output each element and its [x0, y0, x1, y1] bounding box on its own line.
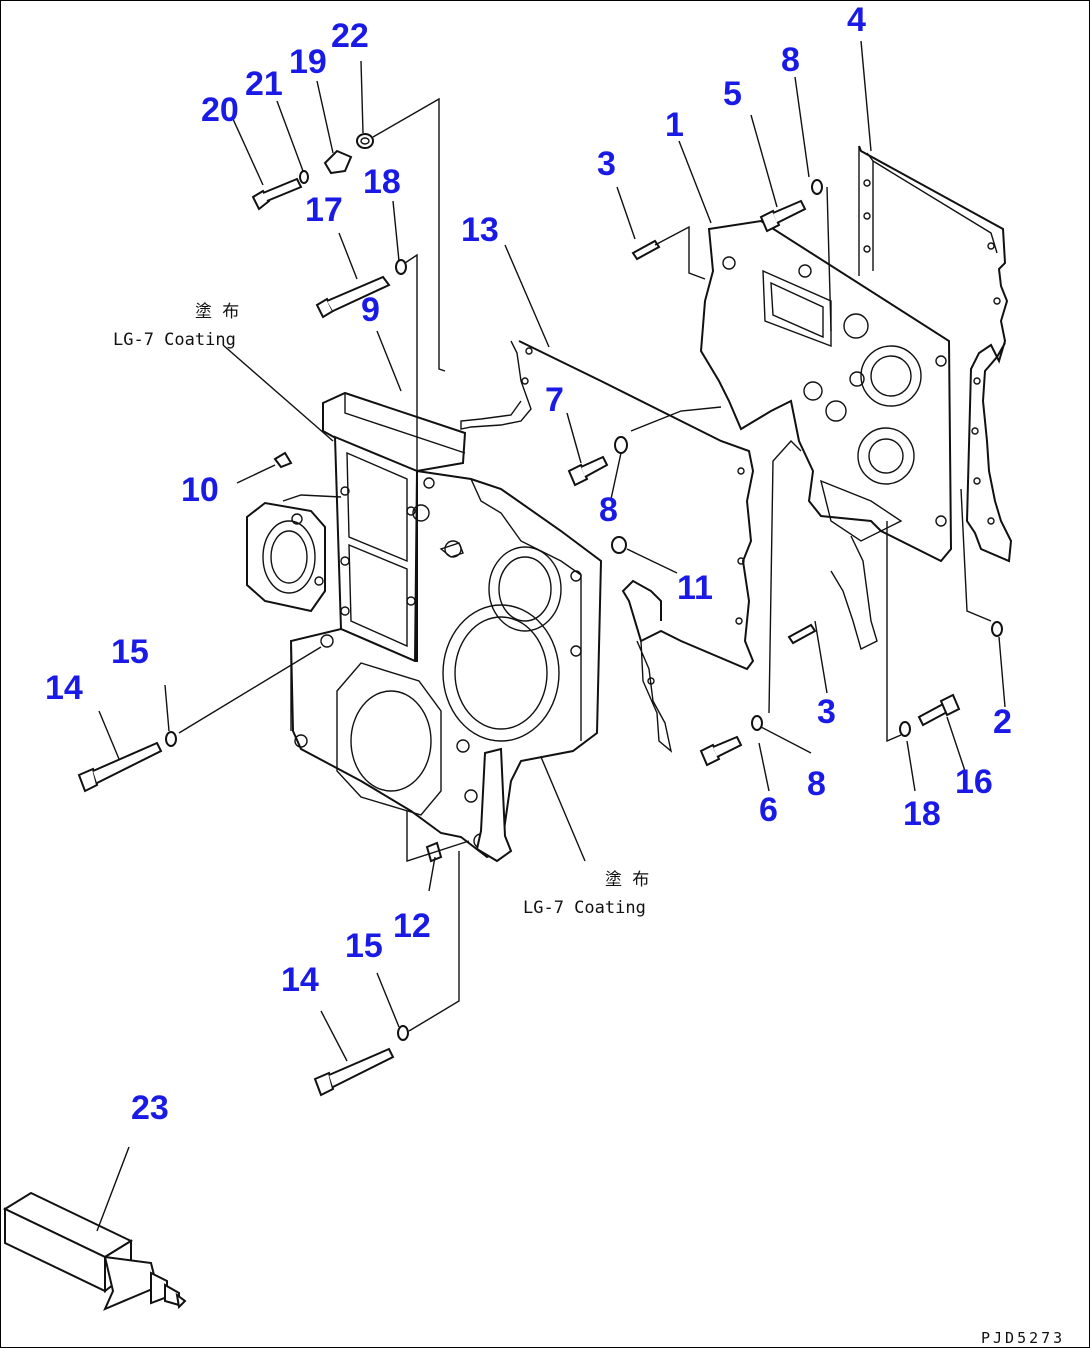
- label-10: 10: [181, 471, 219, 509]
- label-18-right: 18: [903, 795, 941, 833]
- label-8-left: 8: [599, 491, 618, 529]
- bolt-part-16: [917, 693, 961, 727]
- label-3-lower: 3: [817, 693, 836, 731]
- dowel-part-10: [273, 451, 293, 469]
- label-14-upper: 14: [45, 669, 83, 707]
- bolt-part-6: [699, 735, 743, 767]
- gasket-part-22: [356, 133, 374, 149]
- label-8-top: 8: [781, 41, 800, 79]
- label-9: 9: [361, 291, 380, 329]
- washer-part-21: [299, 170, 309, 184]
- gasket-part-4: [858, 145, 1013, 563]
- label-1: 1: [665, 106, 684, 144]
- coating-note-lower: 塗 布 LG-7 Coating: [523, 869, 649, 918]
- washer-part-18-upper: [395, 259, 407, 275]
- label-8-bottom: 8: [807, 765, 826, 803]
- bolt-part-14-upper: [77, 741, 163, 793]
- pin-part-3-lower: [787, 623, 817, 645]
- washer-part-15-lower: [397, 1025, 409, 1041]
- label-19: 19: [289, 43, 327, 81]
- tool-part-23: [2, 1191, 187, 1311]
- drawing-code: PJD5273: [981, 1329, 1065, 1347]
- label-7: 7: [545, 381, 564, 419]
- washer-part-8-left: [614, 436, 628, 454]
- gasket-part-13: [460, 340, 755, 753]
- pin-part-3-upper: [631, 239, 661, 261]
- label-14-lower: 14: [281, 961, 319, 999]
- washer-part-15-upper: [165, 731, 177, 747]
- label-4: 4: [847, 1, 866, 39]
- gear-case-part-1: [699, 219, 953, 651]
- label-13: 13: [461, 211, 499, 249]
- coating-note-upper: 塗 布 LG-7 Coating: [113, 301, 239, 350]
- label-17: 17: [305, 191, 343, 229]
- label-3-upper: 3: [597, 145, 616, 183]
- label-18-upper: 18: [363, 163, 401, 201]
- label-23: 23: [131, 1089, 169, 1127]
- label-22: 22: [331, 17, 369, 55]
- bolt-part-17: [315, 275, 391, 319]
- leader-lines: [96, 40, 1006, 1232]
- coating-note-lower-jp: 塗 布: [605, 869, 649, 890]
- washer-part-18-right: [899, 721, 911, 737]
- bolt-part-20: [251, 177, 303, 211]
- bolt-part-5: [759, 199, 807, 233]
- label-15-lower: 15: [345, 927, 383, 965]
- plug-part-11: [611, 536, 627, 554]
- washer-part-8-bottom: [751, 715, 763, 731]
- label-20: 20: [201, 91, 239, 129]
- front-cover-assembly: [246, 391, 603, 863]
- bolt-part-14-lower: [313, 1047, 395, 1097]
- label-21: 21: [245, 65, 283, 103]
- label-12: 12: [393, 907, 431, 945]
- label-15-upper: 15: [111, 633, 149, 671]
- coating-note-upper-en: LG-7 Coating: [113, 330, 236, 350]
- label-5: 5: [723, 75, 742, 113]
- plug-part-2: [991, 621, 1003, 637]
- label-11: 11: [677, 569, 713, 607]
- label-16: 16: [955, 763, 993, 801]
- label-6: 6: [759, 791, 778, 829]
- label-2: 2: [993, 703, 1012, 741]
- coating-note-upper-jp: 塗 布: [195, 301, 239, 322]
- bolt-part-7: [567, 455, 609, 487]
- part-labels: 1 2 3 3 4 5 6 7 8 8 8 9 10 11 12 13 14 1…: [45, 1, 1012, 1127]
- cap-part-19: [323, 149, 353, 175]
- coating-note-lower-en: LG-7 Coating: [523, 898, 646, 918]
- washer-part-8-top: [811, 179, 823, 195]
